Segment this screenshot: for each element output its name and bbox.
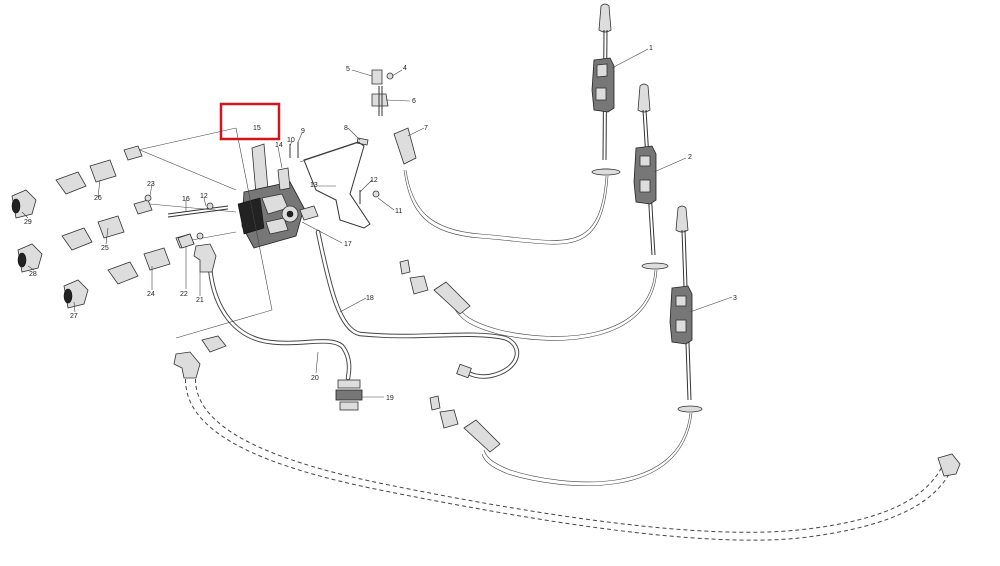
callout-6: 6 [412,98,416,105]
cable-sleeve-7 [393,127,417,165]
callout-13: 13 [310,182,318,189]
callout-11: 11 [395,208,402,215]
control-valve-body [237,143,319,249]
callout-28: 28 [29,271,37,278]
callout-23: 23 [147,181,155,188]
bracket-13 [303,141,371,229]
callout-20: 20 [311,375,319,382]
cap-27 [63,279,89,309]
fitting-lower [201,335,227,353]
highlight-box-15 [219,102,281,141]
cable-3 [483,412,691,483]
fitting-19 [335,379,363,411]
callout-16: 16 [182,196,190,203]
cable-1 [405,169,607,241]
callout-9: 9 [301,128,305,135]
washer-12-left [206,202,214,210]
callout-29: 29 [24,219,32,226]
bolt-16 [167,205,229,215]
washer-23 [144,194,152,202]
cap-29 [11,189,37,219]
cable-sleeve-2 [433,281,471,315]
screw-11 [372,190,380,198]
callout-12-right: 12 [370,177,378,184]
callout-3: 3 [733,295,737,302]
callout-labels: 1 2 3 4 5 6 7 8 9 10 11 12 12 13 14 15 1… [24,45,737,402]
callout-18: 18 [366,295,374,302]
valve-spool-14 [277,167,291,191]
callout-24: 24 [147,291,155,298]
callout-27: 27 [70,313,78,320]
callout-21: 21 [196,297,204,304]
coupler-set-26 [55,145,237,195]
callout-8: 8 [344,125,348,132]
clevis-group-low [429,395,459,429]
callout-2: 2 [688,154,692,161]
elbow-lower [173,351,201,379]
callout-22: 22 [180,291,188,298]
callout-26: 26 [94,195,102,202]
clevis-group-top [371,69,394,116]
callout-25: 25 [101,245,109,252]
elbow-right [937,453,961,477]
callout-7: 7 [424,125,428,132]
coupler-set-25 [61,199,237,251]
elbow-21 [193,243,217,273]
clevis-group-mid [399,259,429,295]
callout-4: 4 [403,65,407,72]
callout-1: 1 [649,45,653,52]
return-line-dashed [185,371,956,541]
lever-3 [669,205,703,413]
callout-12-left: 12 [200,193,208,200]
callout-15: 15 [253,125,261,132]
cable-2 [455,269,656,337]
callout-14: 14 [275,142,283,149]
coupler-set-24 [107,231,237,285]
cable-sleeve-3 [463,419,501,453]
fitting-22 [177,233,195,249]
valve-handle-15 [251,143,269,195]
callout-19: 19 [386,395,394,402]
callout-17: 17 [344,241,352,248]
lever-2 [633,83,669,270]
lever-1 [591,3,621,176]
cap-28 [17,243,43,273]
callout-10: 10 [287,137,295,144]
leader-lines [21,48,733,398]
callout-5: 5 [346,66,350,73]
